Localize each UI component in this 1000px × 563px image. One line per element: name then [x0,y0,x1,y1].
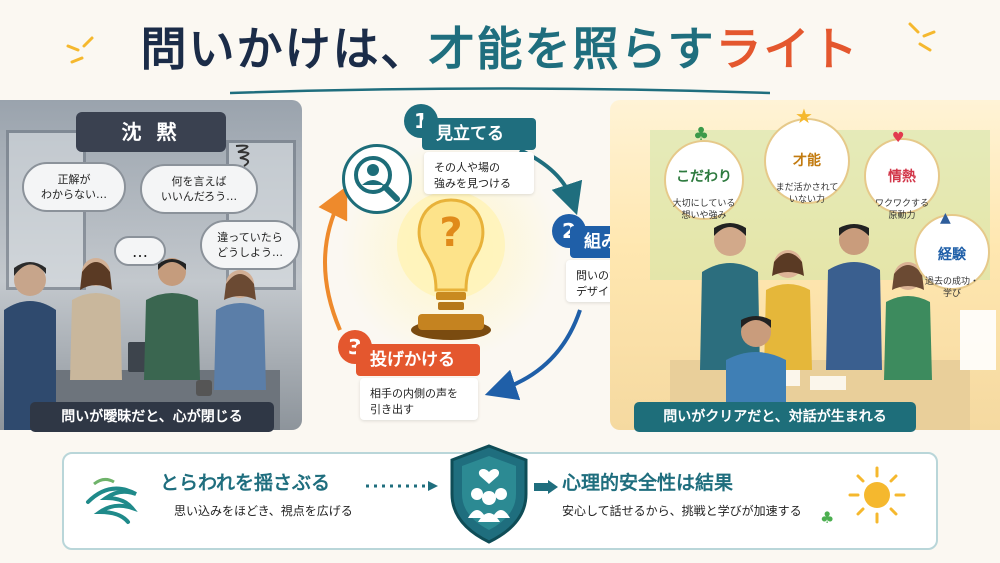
step-3-title: 投げかける [356,344,480,376]
chip-sainou: 才能 まだ活かされて いない力 [764,118,850,205]
heart-icon: ♥ [892,130,905,146]
thought-bubble-3: 違っていたら どうしよう… [200,220,300,270]
chip-sainou-desc: まだ活かされて いない力 [775,183,839,205]
sun-icon [848,466,906,524]
search-person-icon [342,144,412,214]
swirl-icon [86,477,138,524]
bottom-right-desc: 安心して話せるから、挑戦と学びが加速する [562,504,802,518]
chip-jounetsu-title: 情熱 [888,169,916,185]
main-title: 問いかけは、才能を照らすライト [0,14,1000,84]
silence-badge: 沈 黙 [76,112,226,152]
burst-right-icon [908,22,936,52]
bottom-left-title: とらわれを揺さぶる [160,472,331,494]
question-mark: ? [439,210,463,256]
bottom-left-desc: 思い込みをほどき、視点を広げる [174,504,353,518]
burst-left-icon [66,36,94,64]
bottom-right-title: 心理的安全性は結果 [562,472,734,494]
mountain-icon: ▲ [940,210,951,226]
sprout-icon: ♣ [693,124,710,145]
chip-jounetsu-desc: ワクワクする 原動力 [874,199,929,221]
step-3-desc: 相手の内側の声を 引き出す [360,378,478,420]
title-underline [230,87,770,95]
chip-kodawari: こだわり 大切にしている 想いや強み [664,140,744,221]
dotted-arrow-1 [366,481,438,491]
star-icon: ★ [795,104,813,128]
scribble-icon [235,144,250,167]
shield-team-icon [450,444,528,544]
step-1-title: 見立てる [422,118,536,150]
chip-kodawari-desc: 大切にしている 想いや強み [672,199,736,221]
title-part-3: ライト [715,22,860,76]
left-caption: 問いが曖昧だと、心が閉じる [30,402,274,432]
chip-jounetsu: 情熱 ワクワクする 原動力 [864,138,940,221]
chip-keiken: 経験 過去の成功・ 学び [914,214,990,299]
title-part-1: 問いかけは、 [140,22,429,76]
lightbulb-icon [397,191,505,340]
thought-bubble-ellipsis: … [114,236,166,266]
chip-kodawari-title: こだわり [676,169,732,185]
chip-sainou-title: 才能 [793,153,821,169]
leaf-icon: ♣ [820,508,835,527]
chip-keiken-title: 経験 [938,247,966,263]
thought-bubble-1: 正解が わからない… [22,162,126,212]
right-caption: 問いがクリアだと、対話が生まれる [634,402,916,432]
arrow-right-icon [534,480,558,494]
chip-keiken-desc: 過去の成功・ 学び [924,277,979,299]
title-part-2: 才能を照らす [428,22,716,76]
thought-bubble-2: 何を言えば いいんだろう… [140,164,258,214]
step-1-desc: その人や場の 強みを見つける [424,152,534,194]
